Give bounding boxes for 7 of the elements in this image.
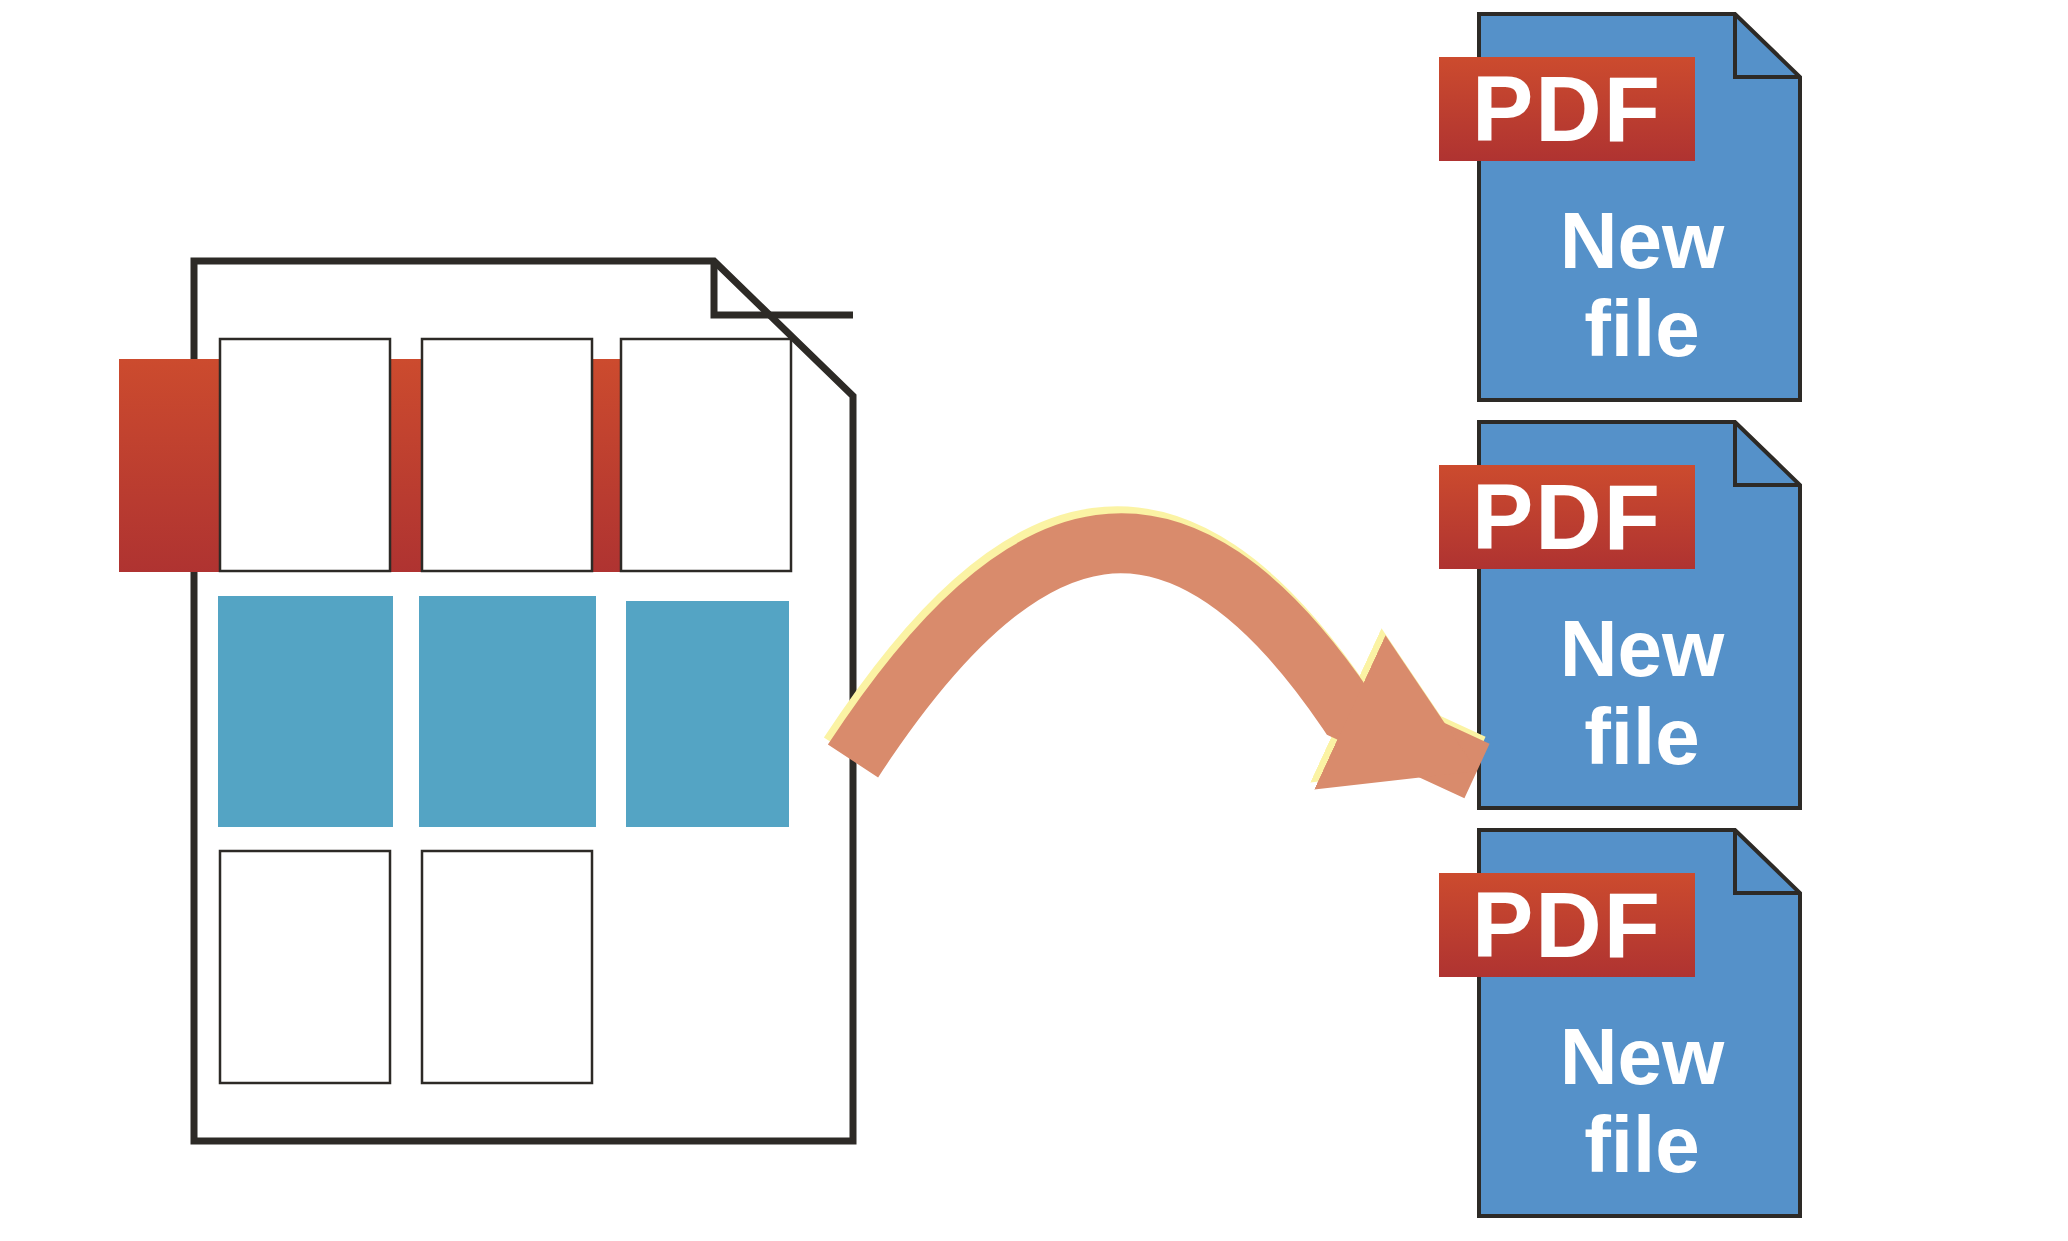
format-badge: PDF <box>1439 873 1695 977</box>
file-label: New file <box>1558 605 1726 781</box>
file-label: New file <box>1558 1013 1726 1189</box>
format-badge: PDF <box>1439 57 1695 161</box>
file-label: New file <box>1558 197 1726 373</box>
format-badge: PDF <box>1439 465 1695 569</box>
curved-arrow <box>828 514 1490 799</box>
